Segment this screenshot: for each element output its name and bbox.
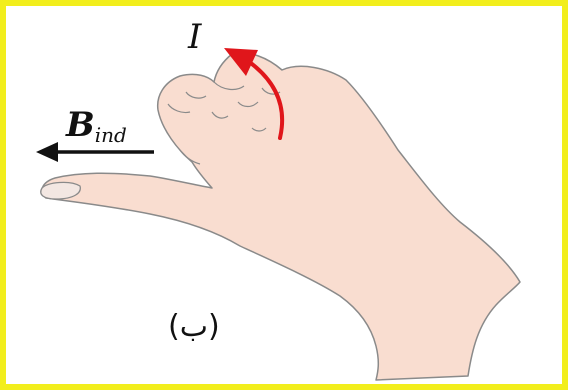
current-label: I — [187, 17, 202, 57]
field-label-subscript: ind — [95, 123, 127, 147]
field-arrow-head — [36, 142, 58, 162]
figure-caption: (ب) — [168, 309, 220, 344]
field-label: Bind — [65, 105, 127, 147]
field-label-symbol: B — [65, 105, 95, 145]
